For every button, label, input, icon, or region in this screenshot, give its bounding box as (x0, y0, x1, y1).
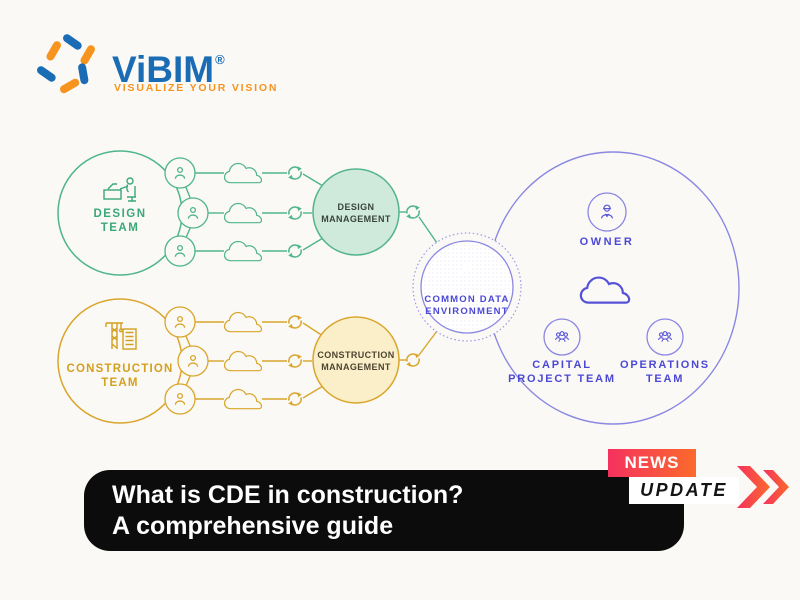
vibim-logo: ViBIM® VISUALIZE YOUR VISION (35, 32, 406, 100)
operations-team-circle (646, 318, 684, 356)
cloud-icon (223, 202, 263, 224)
owner-node: OWNER (580, 192, 635, 248)
crane-and-building-icon (105, 322, 137, 350)
cde-label: COMMON DATA (424, 294, 509, 305)
design-connector-lines (184, 172, 438, 252)
sync-icon (287, 243, 303, 259)
design-management-node: DESIGN MANAGEMENT (312, 168, 400, 256)
sync-icon (405, 204, 421, 220)
shared-cloud-icon (579, 276, 631, 304)
construction-management-circle (312, 316, 400, 404)
capital-project-team-label: CAPITAL (532, 359, 591, 371)
owner-label: OWNER (580, 236, 635, 248)
construction-team-label: CONSTRUCTION (66, 363, 173, 375)
cde-diagram: DESIGN TEAM (0, 120, 800, 450)
cloud-upload-icon (443, 256, 491, 282)
sync-icon (287, 205, 303, 221)
cloud-icon (223, 311, 263, 333)
capital-project-team-label: PROJECT TEAM (508, 373, 616, 385)
construction-management-label: CONSTRUCTION (317, 350, 394, 360)
operations-team-label: OPERATIONS (620, 359, 710, 371)
team-icon (555, 331, 569, 343)
page-title-line-1: What is CDE in construction? (112, 480, 464, 509)
brand-name: ViBIM® (112, 42, 225, 88)
construction-management-node: CONSTRUCTION MANAGEMENT (312, 316, 400, 404)
construction-management-label: MANAGEMENT (321, 362, 391, 372)
operations-team-node: OPERATIONS TEAM (620, 318, 710, 385)
operations-team-label: TEAM (646, 373, 684, 385)
team-icon (658, 331, 672, 343)
double-chevron-icon (737, 466, 789, 508)
news-badge: NEWS (608, 449, 696, 477)
cloud-icon (223, 388, 263, 410)
sync-icon (287, 353, 303, 369)
sync-icon (287, 165, 303, 181)
capital-project-team-circle (543, 318, 581, 356)
logo-pill (61, 32, 84, 51)
brand-tagline: VISUALIZE YOUR VISION (114, 82, 279, 94)
worker-icon (600, 204, 614, 219)
design-flow-icons (164, 157, 421, 267)
brand-text: ViBIM (112, 49, 215, 90)
construction-team-label: TEAM (101, 377, 138, 389)
construction-flow-icons (164, 306, 421, 415)
construction-team-circle (57, 298, 183, 424)
design-team-label: TEAM (101, 222, 140, 234)
sync-icon (287, 314, 303, 330)
update-badge: UPDATE (629, 477, 739, 504)
designer-at-desk-icon (103, 177, 137, 202)
cde-dot-texture (422, 242, 512, 332)
cde-node: COMMON DATA ENVIRONMENT (412, 232, 522, 342)
construction-team-node: CONSTRUCTION TEAM (57, 298, 183, 424)
design-management-label: DESIGN (338, 202, 375, 212)
logo-pill (58, 77, 81, 95)
design-management-circle (312, 168, 400, 256)
design-team-label: DESIGN (93, 208, 146, 220)
cloud-icon (223, 350, 263, 372)
cloud-icon (223, 162, 263, 184)
cde-label: ENVIRONMENT (425, 306, 508, 317)
design-management-label: MANAGEMENT (321, 214, 391, 224)
owner-circle (587, 192, 627, 232)
cloud-icon (223, 240, 263, 262)
vibim-logo-icon (35, 32, 100, 98)
page-title-line-2: A comprehensive guide (112, 511, 394, 540)
capital-project-team-node: CAPITAL PROJECT TEAM (508, 318, 616, 385)
logo-pill (77, 62, 90, 85)
registered-mark: ® (215, 52, 225, 67)
construction-connector-lines (184, 321, 438, 400)
logo-pill (45, 39, 62, 62)
design-team-node: DESIGN TEAM (57, 150, 183, 276)
sync-icon (405, 352, 421, 368)
sync-icon (287, 391, 303, 407)
title-bar: What is CDE in construction? A comprehen… (84, 470, 684, 551)
logo-pill (35, 64, 58, 83)
